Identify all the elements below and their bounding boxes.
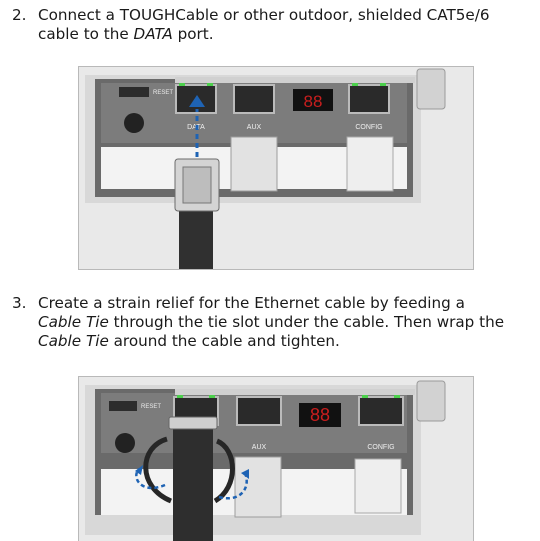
step-3-illustration: RESET AUX 88 CONFIG [78,376,474,541]
rj45-connector-latch [182,166,212,204]
reset-button-hole [124,113,144,133]
step-3-line-1: Create a strain relief for the Ethernet … [38,294,465,312]
reset-slot [109,401,137,411]
top-rail [175,77,415,83]
config-cable-clip [354,458,402,514]
config-port-led-right [394,395,400,398]
aux-port [233,84,275,114]
data-port-led-right [209,395,215,398]
step-2-instruction: Connect a TOUGHCable or other outdoor, s… [38,6,532,44]
step-3-line-2: Cable Tie through the tie slot under the… [38,313,532,332]
config-port [348,84,390,114]
data-port-led-right [207,83,213,86]
config-port-label: CONFIG [367,444,394,451]
cable-tie-strap-right [213,438,235,504]
step-3-line-3-post: around the cable and tighten. [108,332,340,350]
led-display [299,403,341,427]
aux-port [236,396,282,426]
aux-port-label: AUX [247,124,262,131]
step-3-line-3: Cable Tie around the cable and tighten. [38,332,532,351]
step-2-line-2-pre: cable to the [38,25,134,43]
reset-label: RESET [153,90,173,96]
data-port-led-left [179,83,185,86]
step-3-text: 3. Create a strain relief for the Ethern… [12,294,532,354]
config-port-led-right [380,83,386,86]
step-3-number: 3. [12,294,27,312]
config-port [358,396,404,426]
step-3-cable-tie-term-1: Cable Tie [38,313,109,331]
step-3-instruction: Create a strain relief for the Ethernet … [38,294,532,351]
step-3-device-drawing: RESET AUX 88 CONFIG [79,377,473,541]
led-display-digits: 88 [310,405,330,425]
side-latch [416,380,446,422]
reset-slot [119,87,149,97]
ethernet-cable [179,207,213,269]
led-display [293,89,333,111]
config-port-label: CONFIG [355,124,382,131]
config-port-led-left [352,83,358,86]
aux-cable-clip [234,456,282,518]
rj45-connector-top [168,416,218,430]
config-port-led-left [362,395,368,398]
step-2-device-drawing: RESET DATA AUX 88 CONFIG [79,67,473,269]
step-2-illustration: RESET DATA AUX 88 CONFIG [78,66,474,270]
reset-button-hole [115,433,135,453]
config-cable-clip [346,136,394,192]
insertion-arrow-icon [189,95,205,107]
wrap-arrow-right-icon [241,469,249,479]
aux-cable-clip [230,136,278,192]
step-2-data-port-term: DATA [133,25,173,43]
led-display-digits: 88 [304,92,323,111]
side-latch [416,68,446,110]
step-2-line-2-post: port. [172,25,214,43]
aux-port-label: AUX [252,444,267,451]
step-2-text: 2. Connect a TOUGHCable or other outdoor… [12,6,532,46]
step-3-cable-tie-term-2: Cable Tie [38,332,109,350]
wrap-arrow-left-icon [135,465,143,475]
step-2-line-1: Connect a TOUGHCable or other outdoor, s… [38,6,490,24]
step-3-line-2-post: through the tie slot under the cable. Th… [108,313,505,331]
top-rail [175,389,415,395]
reset-label: RESET [141,404,161,410]
data-port-led-left [177,395,183,398]
step-2-line-2: cable to the DATA port. [38,25,532,44]
step-2-number: 2. [12,6,27,24]
cable-tie-strap-left [143,436,173,504]
ethernet-cable [173,423,213,541]
